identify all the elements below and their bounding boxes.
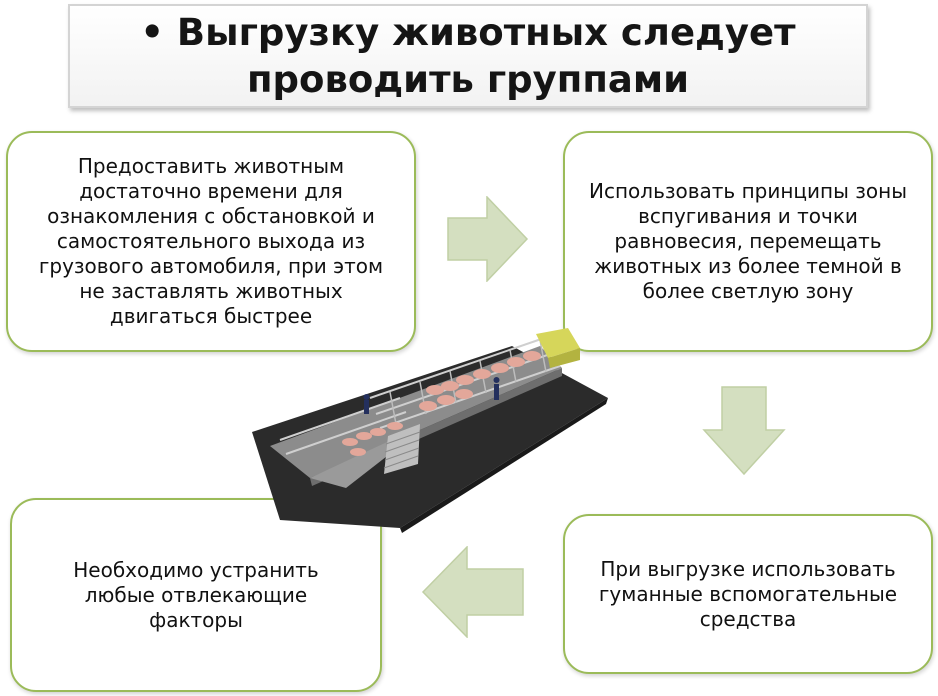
arrow-left-icon [421, 546, 524, 638]
arrow-right-icon [447, 196, 529, 282]
step-card-3: При выгрузке использовать гуманные вспом… [563, 514, 933, 674]
step-card-2-text: Использовать принципы зоны вспугивания и… [589, 179, 907, 303]
step-card-2: Использовать принципы зоны вспугивания и… [563, 131, 933, 352]
unloading-ramp-illustration [252, 328, 608, 533]
step-card-1: Предоставить животным достаточно времени… [6, 131, 416, 352]
step-card-4: Необходимо устранить любые отвлекающие ф… [10, 498, 382, 692]
arrow-down-icon [702, 386, 786, 476]
title-banner: • Выгрузку животных следует проводить гр… [68, 4, 868, 108]
step-card-4-text: Необходимо устранить любые отвлекающие ф… [73, 557, 319, 632]
slide-title: • Выгрузку животных следует проводить гр… [140, 11, 796, 101]
step-card-3-text: При выгрузке использовать гуманные вспом… [598, 556, 898, 631]
step-card-1-text: Предоставить животным достаточно времени… [38, 154, 384, 328]
